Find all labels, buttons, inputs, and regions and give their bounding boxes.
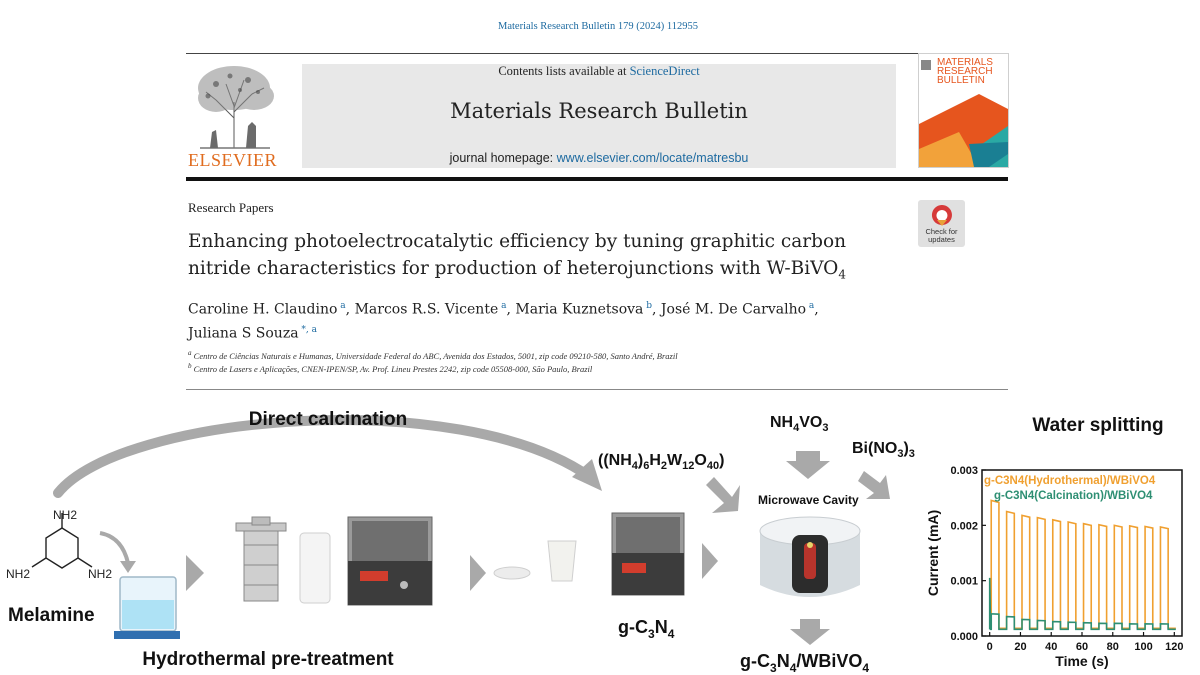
cover-title: MATERIALS RESEARCH BULLETIN — [937, 57, 993, 86]
x-axis-label: Time (s) — [1055, 653, 1108, 669]
water-splitting-label: Water splitting — [1032, 415, 1163, 436]
furnace-icon-1 — [347, 516, 433, 606]
crucible-icon — [547, 540, 577, 582]
author-separator: , — [652, 301, 661, 318]
series-line-hydrothermal — [989, 499, 1176, 630]
beaker-icon — [114, 576, 180, 639]
process-arrow-3 — [702, 543, 718, 579]
journal-banner — [302, 64, 896, 168]
legend-hydrothermal: g-C3N4(Hydrothermal)/WBiVO4 — [984, 475, 1156, 487]
author-affiliation-mark[interactable]: b — [643, 301, 653, 311]
x-tick-label: 20 — [1014, 641, 1026, 653]
affiliation-b-mark: b — [188, 362, 192, 370]
x-tick-label: 60 — [1076, 641, 1088, 653]
author-name[interactable]: Juliana S Souza — [188, 325, 299, 342]
direct-calcination-curve-arrow — [53, 415, 595, 498]
author-separator: , — [345, 301, 355, 318]
journal-cover-thumbnail[interactable]: MATERIALS RESEARCH BULLETIN — [918, 53, 1009, 168]
gc3n4-label: g-C3N4 — [618, 617, 675, 641]
affiliation-a: a Centro de Ciências Naturais e Humanas,… — [188, 349, 678, 361]
bino3-label: Bi(NO3)3 — [852, 440, 915, 460]
x-tick-label: 0 — [987, 641, 993, 653]
affiliation-a-text: Centro de Ciências Naturais e Humanas, U… — [193, 350, 678, 361]
tungstate-arrow — [706, 477, 740, 513]
article-title-line2: nitride characteristics for production o… — [188, 255, 868, 289]
small-curve-arrow — [99, 531, 130, 564]
direct-calcination-arrowhead — [572, 459, 602, 491]
header-thick-rule — [186, 177, 1008, 181]
melamine-molecule — [31, 513, 93, 569]
y-tick-label: 0.000 — [950, 631, 978, 643]
article-title-line2-main: nitride characteristics for production o… — [188, 258, 839, 279]
author-affiliation-mark[interactable]: a — [337, 301, 346, 311]
y-tick-label: 0.001 — [950, 576, 978, 588]
furnace-icon-2 — [611, 512, 685, 596]
nh4vo3-label: NH4VO3 — [770, 414, 828, 434]
contents-prefix: Contents lists available at — [498, 64, 630, 78]
y-tick-label: 0.003 — [950, 465, 978, 477]
article-title: Enhancing photoelectrocatalytic efficien… — [188, 228, 868, 289]
x-tick-label: 120 — [1165, 641, 1183, 653]
author-affiliation-mark[interactable]: a — [806, 301, 815, 311]
photocurrent-chart: 0.000 0.001 0.002 0.003 0 20 40 60 80 100 120Time … — [925, 465, 1183, 669]
author-name[interactable]: Marcos R.S. Vicente — [354, 301, 499, 318]
journal-name: Materials Research Bulletin — [450, 99, 748, 123]
author-separator: , — [814, 301, 819, 318]
affiliation-a-mark: a — [188, 349, 192, 357]
small-curve-arrowhead — [120, 561, 136, 573]
author-separator: , — [506, 301, 516, 318]
contents-line: Contents lists available at ScienceDirec… — [302, 64, 896, 79]
elsevier-wordmark: ELSEVIER — [188, 150, 277, 170]
direct-calcination-label: Direct calcination — [249, 409, 407, 430]
journal-homepage-link[interactable]: www.elsevier.com/locate/matresbu — [556, 151, 749, 165]
article-title-line1: Enhancing photoelectrocatalytic efficien… — [188, 231, 847, 252]
header-rule — [186, 53, 1008, 54]
series-line-calcination — [988, 577, 1176, 631]
elsevier-tree-logo — [198, 66, 274, 149]
sciencedirect-link[interactable]: ScienceDirect — [629, 64, 700, 78]
product-arrow — [790, 619, 830, 645]
author-affiliation-mark[interactable]: a — [498, 301, 507, 311]
graphical-abstract: Direct calcination NH2 NH2 NH2 Melamine — [6, 409, 1164, 675]
melamine-nh2-right: NH2 — [88, 567, 112, 581]
process-arrow-1 — [186, 555, 204, 591]
nh4vo3-arrow — [786, 451, 830, 479]
article-section: Research Papers — [188, 200, 274, 215]
x-tick-label: 40 — [1045, 641, 1057, 653]
author-list: Caroline H. Claudino a, Marcos R.S. Vice… — [188, 296, 878, 343]
microwave-label: Microwave Cavity — [758, 493, 859, 507]
author-name[interactable]: José M. De Carvalho — [660, 301, 807, 318]
author-affiliation-mark[interactable]: *, a — [298, 324, 317, 335]
check-for-updates-label: Check for updates — [925, 227, 958, 244]
affiliation-b: b Centro de Lasers e Aplicações, CNEN-IP… — [188, 362, 592, 374]
article-title-subscript: 4 — [838, 267, 846, 282]
melamine-nh2-left: NH2 — [6, 567, 30, 581]
autoclave-icon — [235, 516, 287, 602]
homepage-prefix: journal homepage: — [449, 151, 557, 165]
author-name[interactable]: Caroline H. Claudino — [188, 301, 338, 318]
author-name[interactable]: Maria Kuznetsova — [515, 301, 644, 318]
header-bottom-rule — [186, 389, 1008, 390]
microwave-reactor-icon — [759, 516, 861, 597]
homepage-line: journal homepage: www.elsevier.com/locat… — [302, 151, 896, 165]
teflon-liner-icon — [299, 532, 331, 604]
crucible-lid-icon — [493, 566, 531, 580]
y-tick-label: 0.002 — [950, 520, 978, 532]
melamine-nh2-top: NH2 — [53, 508, 77, 522]
check-for-updates-icon — [931, 205, 952, 226]
product-label: g-C3N4/WBiVO4 — [740, 651, 869, 675]
check-for-updates-badge[interactable]: Check for updates — [918, 200, 965, 247]
cover-art-graphic — [919, 60, 1008, 167]
hydrothermal-label: Hydrothermal pre-treatment — [142, 649, 394, 670]
journal-citation[interactable]: Materials Research Bulletin 179 (2024) 1… — [498, 21, 698, 32]
bino3-arrow — [858, 471, 890, 499]
tungstate-label: ((NH4)6H2W12O40) — [598, 452, 724, 472]
process-arrow-2 — [470, 555, 486, 591]
melamine-label: Melamine — [8, 605, 95, 626]
affiliation-b-text: Centro de Lasers e Aplicações, CNEN-IPEN… — [193, 363, 593, 374]
x-tick-label: 100 — [1134, 641, 1152, 653]
y-axis-label: Current (mA) — [925, 510, 941, 596]
legend-calcination: g-C3N4(Calcination)/WBiVO4 — [994, 490, 1153, 502]
x-tick-label: 80 — [1107, 641, 1119, 653]
